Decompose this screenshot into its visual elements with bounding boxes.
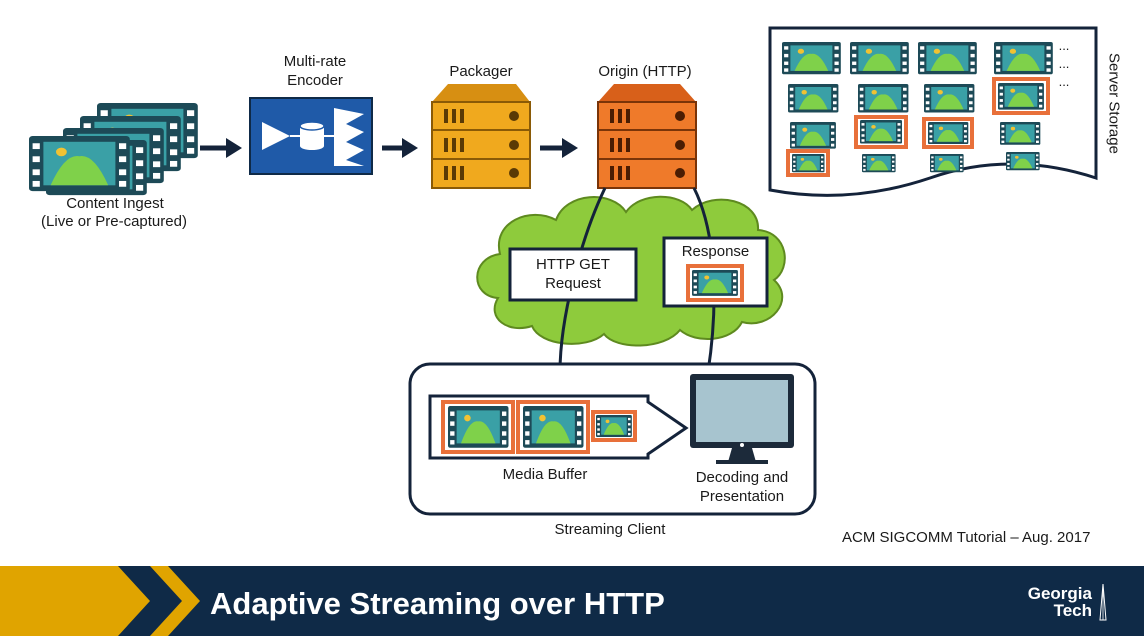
- film-strip-icon: [448, 406, 509, 448]
- request-label: Request: [545, 275, 601, 292]
- film-strip-icon: [523, 406, 584, 448]
- encoder-box: [249, 97, 373, 175]
- film-strip-icon: [850, 42, 909, 75]
- spire-icon: [1099, 584, 1107, 621]
- film-strip-icon: [998, 83, 1044, 110]
- database-icon: [299, 121, 325, 150]
- footer-banner: [0, 566, 1144, 636]
- georgia-tech-logo: Georgia Tech: [1002, 585, 1092, 619]
- content-ingest-label: Content Ingest: [66, 195, 164, 212]
- packager-label: Packager: [449, 63, 513, 80]
- film-strip-icon: [1006, 152, 1040, 171]
- film-strip-icon: [924, 84, 975, 113]
- arrow-right-icon: [540, 138, 578, 158]
- film-strip-icon: [930, 154, 964, 173]
- film-strip-icon: [790, 122, 836, 149]
- film-strip-icon: [29, 136, 130, 192]
- streaming-client-label: Streaming Client: [554, 521, 666, 538]
- chevron-decoration: [118, 566, 200, 636]
- response-label: Response: [681, 243, 750, 260]
- film-strip-icon: [596, 415, 632, 438]
- film-strip-icon: [928, 122, 969, 145]
- film-strip-icon: [918, 42, 977, 75]
- film-strip-icon: [860, 120, 902, 144]
- origin-label: Origin (HTTP): [598, 63, 692, 80]
- footer-gold-block: [0, 566, 150, 636]
- monitor-icon: [690, 374, 794, 464]
- media-buffer-label: Media Buffer: [502, 466, 588, 483]
- arrow-right-icon: [382, 138, 418, 158]
- film-strip-icon: [782, 42, 841, 75]
- logo-line-1: Georgia: [1027, 584, 1092, 603]
- film-strip-icon: [1000, 122, 1041, 145]
- ellipsis-label: ...: [1058, 38, 1070, 53]
- slide-title: Adaptive Streaming over HTTP: [210, 586, 665, 621]
- multirate-label: Multi-rate: [283, 53, 347, 70]
- diagram-canvas: [29, 26, 1098, 516]
- server-icon: [431, 84, 531, 189]
- server-storage-label: Server Storage: [1105, 53, 1123, 154]
- http-get-box: [508, 247, 638, 302]
- ellipsis-label: ...: [1058, 74, 1070, 89]
- arrow-right-icon: [200, 138, 242, 158]
- content-ingest-sublabel: (Live or Pre-captured): [41, 213, 187, 230]
- film-strip-icon: [692, 270, 738, 296]
- content-ingest-stack: [29, 103, 198, 196]
- http-get-label: HTTP GET: [536, 256, 610, 273]
- film-strip-icon: [994, 42, 1053, 75]
- presentation-label: Presentation: [699, 488, 785, 505]
- film-strip-icon: [862, 154, 896, 173]
- film-strip-icon: [858, 84, 909, 113]
- film-strip-icon: [792, 154, 825, 173]
- decoding-label: Decoding and: [695, 469, 789, 486]
- server-icon: [597, 84, 697, 189]
- server-storage-panel: [768, 26, 1098, 197]
- encoder-label: Encoder: [287, 72, 343, 89]
- tutorial-credit: ACM SIGCOMM Tutorial – Aug. 2017: [842, 529, 1091, 546]
- film-strip-icon: [788, 84, 839, 113]
- logo-line-2: Tech: [1053, 601, 1092, 620]
- ellipsis-label: ...: [1058, 56, 1070, 71]
